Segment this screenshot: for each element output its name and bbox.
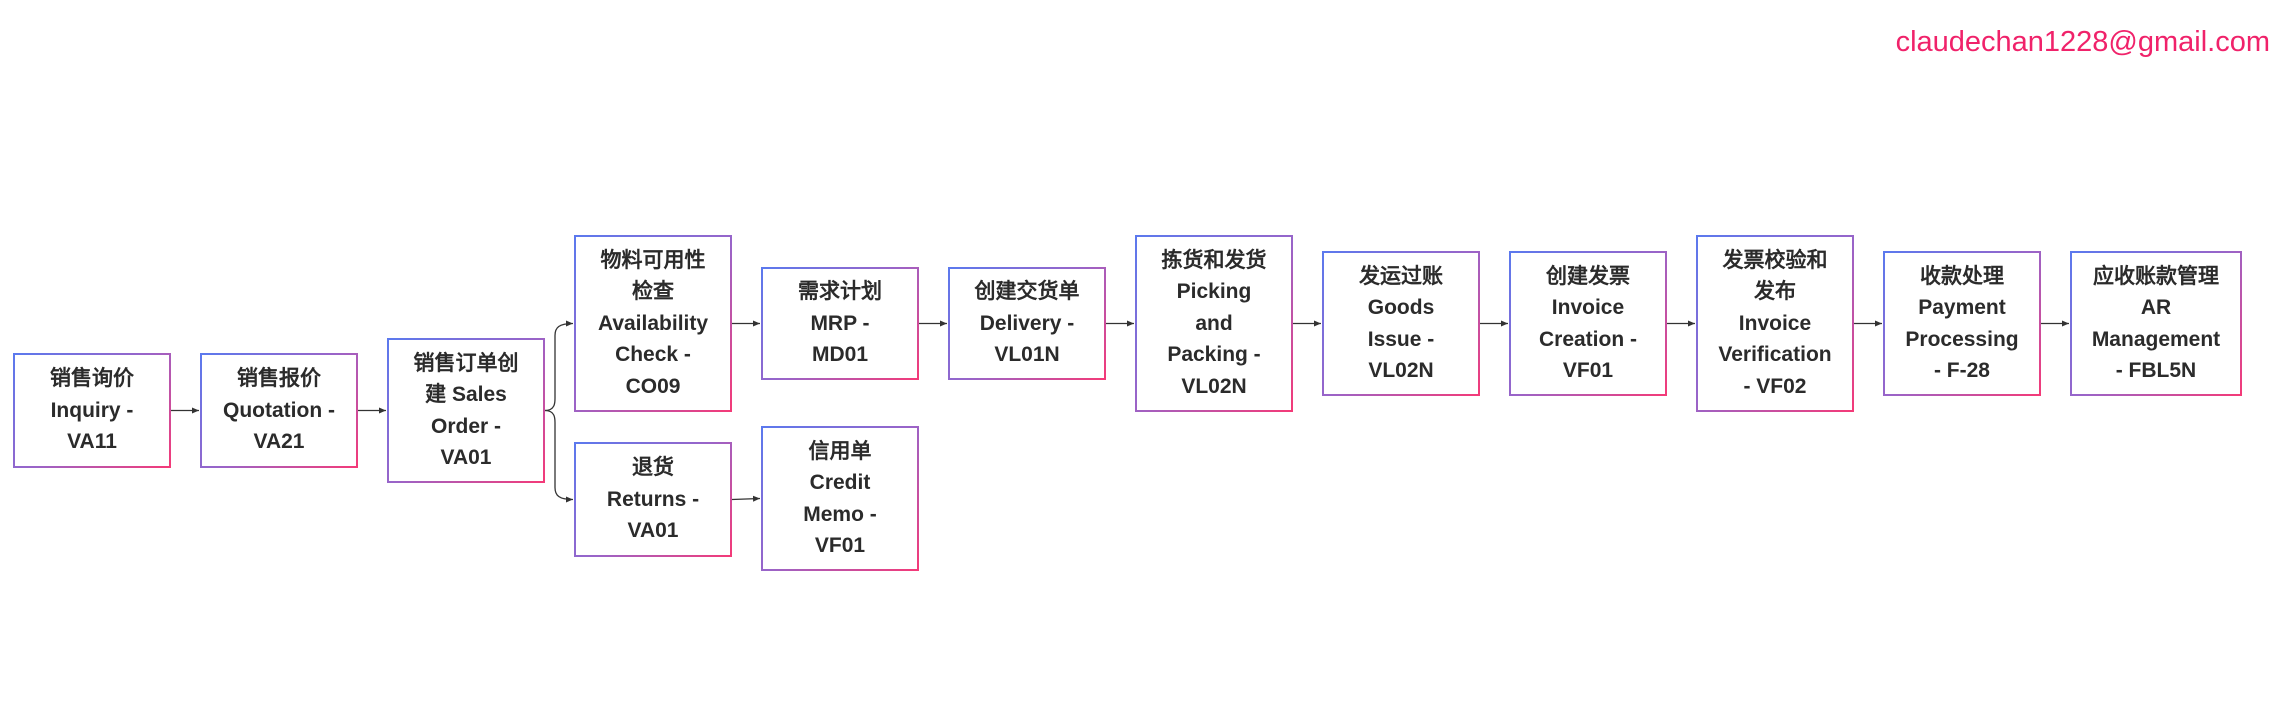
node-label: 信用单 Credit Memo - VF01 [803, 439, 877, 558]
node-label: 拣货和发货 Picking and Packing - VL02N [1161, 248, 1267, 398]
node-quotation: 销售报价 Quotation - VA21 [200, 353, 358, 468]
node-goods-issue: 发运过账 Goods Issue - VL02N [1322, 251, 1480, 396]
arrow-returns-to-credit-memo [731, 495, 761, 502]
node-invoice-verification: 发票校验和 发布 Invoice Verification - VF02 [1696, 235, 1854, 412]
node-label: 收款处理 Payment Processing - F-28 [1905, 264, 2019, 383]
node-label: 退货 Returns - VA01 [606, 456, 700, 543]
node-availability-check: 物料可用性 检查 Availability Check - CO09 [574, 235, 732, 412]
node-ar-management: 应收账款管理 AR Management - FBL5N [2070, 251, 2242, 396]
node-mrp: 需求计划 MRP - MD01 [761, 267, 919, 380]
node-picking-packing: 拣货和发货 Picking and Packing - VL02N [1135, 235, 1293, 412]
node-invoice-creation: 创建发票 Invoice Creation - VF01 [1509, 251, 1667, 396]
node-credit-memo: 信用单 Credit Memo - VF01 [761, 426, 919, 571]
node-label: 物料可用性 检查 Availability Check - CO09 [597, 248, 709, 398]
node-label: 应收账款管理 AR Management - FBL5N [2091, 264, 2221, 383]
node-label: 发票校验和 发布 Invoice Verification - VF02 [1718, 248, 1832, 398]
watermark-email: claudechan1228@gmail.com [1895, 26, 2270, 58]
node-label: 需求计划 MRP - MD01 [798, 280, 882, 367]
node-label: 发运过账 Goods Issue - VL02N [1359, 264, 1443, 383]
node-label: 创建交货单 Delivery - VL01N [974, 280, 1080, 367]
arrow-sales-order-to-returns [544, 409, 574, 503]
node-label: 销售订单创 建 Sales Order - VA01 [413, 351, 519, 470]
node-label: 销售报价 Quotation - VA21 [223, 367, 335, 454]
node-payment-processing: 收款处理 Payment Processing - F-28 [1883, 251, 2041, 396]
node-label: 销售询价 Inquiry - VA11 [50, 367, 134, 454]
node-delivery: 创建交货单 Delivery - VL01N [948, 267, 1106, 380]
arrow-sales-order-to-availability-check [544, 320, 574, 412]
node-label: 创建发票 Invoice Creation - VF01 [1538, 264, 1637, 383]
node-inquiry: 销售询价 Inquiry - VA11 [13, 353, 171, 468]
node-sales-order: 销售订单创 建 Sales Order - VA01 [387, 338, 545, 483]
node-returns: 退货 Returns - VA01 [574, 442, 732, 557]
